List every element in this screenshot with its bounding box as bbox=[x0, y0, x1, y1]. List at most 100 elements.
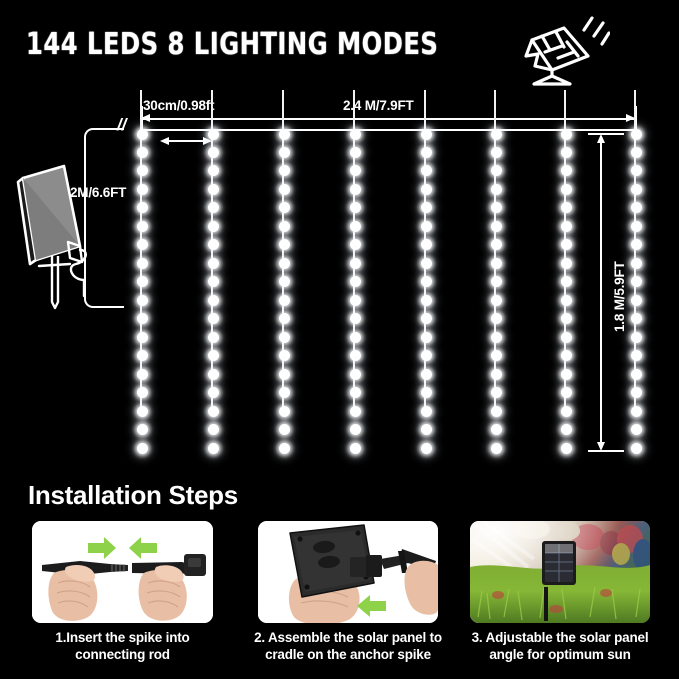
led-bulb bbox=[490, 424, 502, 436]
led-bulb bbox=[490, 387, 502, 399]
led-bulb bbox=[630, 202, 642, 214]
led-bulb bbox=[560, 424, 572, 436]
led-bulb bbox=[207, 146, 219, 158]
led-bulb bbox=[278, 350, 290, 362]
led-bulb bbox=[490, 313, 502, 325]
led-bulb bbox=[560, 128, 572, 140]
cable-break-mark: // bbox=[117, 115, 127, 134]
led-bulb bbox=[136, 368, 148, 380]
led-bulb bbox=[490, 257, 502, 269]
led-bulb bbox=[630, 220, 642, 232]
led-bulb bbox=[560, 331, 572, 343]
led-bulb bbox=[349, 350, 361, 362]
led-bulb bbox=[207, 239, 219, 251]
led-bulb bbox=[207, 442, 219, 454]
led-bulb bbox=[136, 276, 148, 288]
led-bulb bbox=[136, 202, 148, 214]
led-bulb bbox=[630, 128, 642, 140]
led-bulb bbox=[420, 442, 432, 454]
led-bulb bbox=[278, 405, 290, 417]
led-bulb bbox=[207, 276, 219, 288]
led-bulb bbox=[136, 257, 148, 269]
led-bulb bbox=[136, 331, 148, 343]
led-bulb bbox=[630, 183, 642, 195]
led-bulb bbox=[207, 294, 219, 306]
led-bulb bbox=[490, 442, 502, 454]
led-bulb bbox=[630, 165, 642, 177]
led-bulb bbox=[136, 294, 148, 306]
led-bulb bbox=[420, 424, 432, 436]
led-bulb bbox=[490, 276, 502, 288]
led-bulb bbox=[278, 183, 290, 195]
installation-steps-list: 1.Insert the spike into connecting rod bbox=[0, 521, 679, 679]
led-bulb bbox=[630, 405, 642, 417]
led-bulb bbox=[560, 442, 572, 454]
led-strand bbox=[140, 90, 142, 410]
led-bulb bbox=[490, 368, 502, 380]
led-bulb bbox=[560, 202, 572, 214]
width-arrow-left-icon bbox=[141, 114, 150, 122]
led-bulb bbox=[349, 387, 361, 399]
led-bulb bbox=[490, 220, 502, 232]
led-bulb bbox=[630, 368, 642, 380]
width-arrow-right-icon bbox=[626, 114, 635, 122]
led-bulb bbox=[136, 405, 148, 417]
page-title: 144 LEDS 8 LIGHTING MODES bbox=[26, 26, 439, 62]
step-3-image bbox=[470, 521, 650, 623]
led-bulb bbox=[349, 202, 361, 214]
cable-dimension-label: 2M/6.6FT bbox=[70, 185, 127, 200]
cable-length-bracket bbox=[84, 128, 124, 308]
solar-panel-with-stake bbox=[6, 150, 126, 310]
led-bulb bbox=[490, 331, 502, 343]
led-strand bbox=[424, 90, 426, 410]
led-bulb bbox=[630, 313, 642, 325]
solar-panel-sun-icon bbox=[512, 14, 611, 88]
led-bulb bbox=[207, 220, 219, 232]
led-bulb bbox=[207, 183, 219, 195]
led-strand bbox=[353, 90, 355, 410]
led-bulb bbox=[560, 405, 572, 417]
spacing-arrow-right-icon bbox=[203, 136, 212, 145]
led-bulb bbox=[420, 128, 432, 140]
led-bulb bbox=[136, 220, 148, 232]
led-bulb bbox=[136, 183, 148, 195]
led-bulb bbox=[560, 294, 572, 306]
led-bulb bbox=[560, 257, 572, 269]
led-bulb bbox=[136, 442, 148, 454]
led-bulb bbox=[490, 294, 502, 306]
led-bulb bbox=[278, 294, 290, 306]
spacing-dimension-line bbox=[166, 140, 206, 142]
led-bulb bbox=[490, 165, 502, 177]
step-2-caption: 2. Assemble the solar panel to cradle on… bbox=[248, 629, 448, 664]
step-3-caption-line1: 3. Adjustable the solar panel bbox=[471, 630, 649, 645]
led-bulb bbox=[560, 146, 572, 158]
led-bulb bbox=[136, 165, 148, 177]
height-arrow-down-icon bbox=[596, 442, 605, 451]
step-2-caption-line2: cradle on the anchor spike bbox=[265, 647, 431, 663]
led-bulb bbox=[349, 368, 361, 380]
led-bulb bbox=[349, 220, 361, 232]
led-bulb bbox=[560, 368, 572, 380]
led-bulb bbox=[630, 350, 642, 362]
led-bulb bbox=[278, 442, 290, 454]
led-bulb bbox=[207, 405, 219, 417]
led-bulb bbox=[349, 165, 361, 177]
step-1-caption-line2: connecting rod bbox=[75, 647, 170, 663]
led-bulb bbox=[278, 368, 290, 380]
led-strand bbox=[211, 90, 213, 410]
led-bulb bbox=[420, 350, 432, 362]
led-bulb bbox=[278, 331, 290, 343]
led-bulb bbox=[490, 202, 502, 214]
step-1-caption: 1.Insert the spike into connecting rod bbox=[32, 629, 213, 664]
led-bulb bbox=[349, 183, 361, 195]
led-bulb bbox=[278, 202, 290, 214]
led-bulb bbox=[136, 424, 148, 436]
led-bulb bbox=[278, 220, 290, 232]
led-bulb bbox=[136, 128, 148, 140]
led-bulb bbox=[420, 276, 432, 288]
led-bulb bbox=[560, 276, 572, 288]
led-bulb bbox=[207, 165, 219, 177]
spacing-dimension-label: 30cm/0.98ft bbox=[143, 98, 215, 113]
led-bulb bbox=[207, 424, 219, 436]
